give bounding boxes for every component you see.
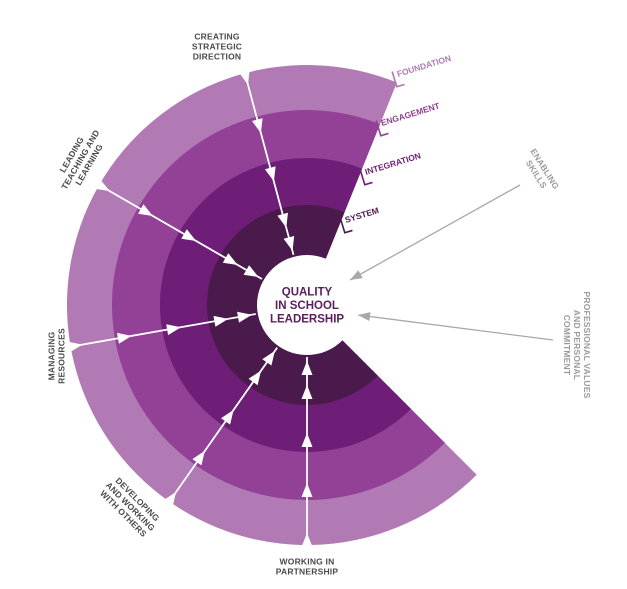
spoke-arrowhead: [262, 350, 275, 366]
level-label-text: INTEGRATION: [364, 150, 422, 177]
center-title-line: IN SCHOOL: [275, 300, 339, 312]
spoke-arrowhead: [248, 370, 262, 386]
spoke-arrowhead: [264, 166, 276, 182]
level-bracket: [375, 120, 389, 137]
dimension-label-working-in-partnership-line: WORKING IN: [280, 556, 335, 566]
spoke-arrowhead: [192, 450, 205, 466]
level-label-foundation: FOUNDATION: [391, 53, 453, 88]
professional-values-arrow-head: [358, 312, 371, 321]
spoke-arrowhead: [166, 324, 181, 336]
level-bracket: [339, 217, 353, 234]
dimension-label-working-in-partnership-line: PARTNERSHIP: [276, 566, 339, 576]
dimension-label-creating-strategic-direction-line: STRATEGIC: [192, 41, 242, 51]
center-hub: [257, 255, 357, 355]
spoke-arrowhead: [181, 229, 197, 241]
spoke-arrowhead: [117, 332, 132, 344]
dimension-label-creating-strategic-direction-line: CREATING: [194, 31, 240, 41]
spoke-arrowhead: [301, 361, 313, 375]
spoke-arrowhead: [277, 212, 288, 228]
dimension-spokes: [38, 42, 313, 577]
professional-values-label-line: COMMITMENT: [562, 315, 572, 376]
spoke-arrowhead: [163, 491, 177, 507]
level-label-text: FOUNDATION: [396, 53, 453, 79]
spoke-arrowhead: [301, 533, 313, 547]
spoke-arrowhead: [252, 118, 263, 134]
level-bracket: [359, 169, 373, 186]
side-arrows: [349, 184, 554, 341]
dimension-label-managing-resources-line: RESOURCES: [56, 328, 66, 384]
level-label-integration: INTEGRATION: [359, 150, 422, 186]
level-bracket: [391, 71, 405, 88]
spoke-arrowhead: [138, 204, 153, 216]
level-label-text: SYSTEM: [344, 205, 380, 225]
spoke-arrowhead: [239, 69, 250, 85]
spoke-arrowhead: [94, 179, 110, 191]
professional-values-label-line: PROFESSIONAL VALUES: [582, 292, 592, 399]
spoke-arrowhead: [67, 341, 83, 353]
center-title-line: LEADERSHIP: [270, 314, 344, 326]
spoke-arrowhead: [301, 433, 313, 447]
spoke-arrowhead: [283, 236, 295, 251]
spoke-arrowhead: [301, 483, 313, 497]
spoke-arrowhead: [301, 385, 313, 399]
spoke-arrowhead: [213, 315, 229, 327]
spoke-arrowhead: [243, 265, 259, 277]
enabling-skills-arrow-head: [350, 270, 363, 280]
professional-values-arrow: [357, 314, 554, 341]
dimension-label-creating-strategic-direction-line: DIRECTION: [193, 51, 242, 61]
dimension-label-managing-resources-line: MANAGING: [46, 331, 56, 380]
professional-values-label-line: AND PERSONAL: [572, 310, 582, 380]
spoke-arrowhead: [237, 311, 252, 323]
level-label-text: ENGAGEMENT: [380, 100, 442, 128]
spoke-arrowhead: [222, 253, 238, 265]
spoke-arrowhead: [221, 409, 234, 425]
center-title-line: QUALITY: [282, 287, 333, 299]
level-label-system: SYSTEM: [339, 205, 380, 234]
enabling-skills-arrow: [349, 184, 521, 281]
